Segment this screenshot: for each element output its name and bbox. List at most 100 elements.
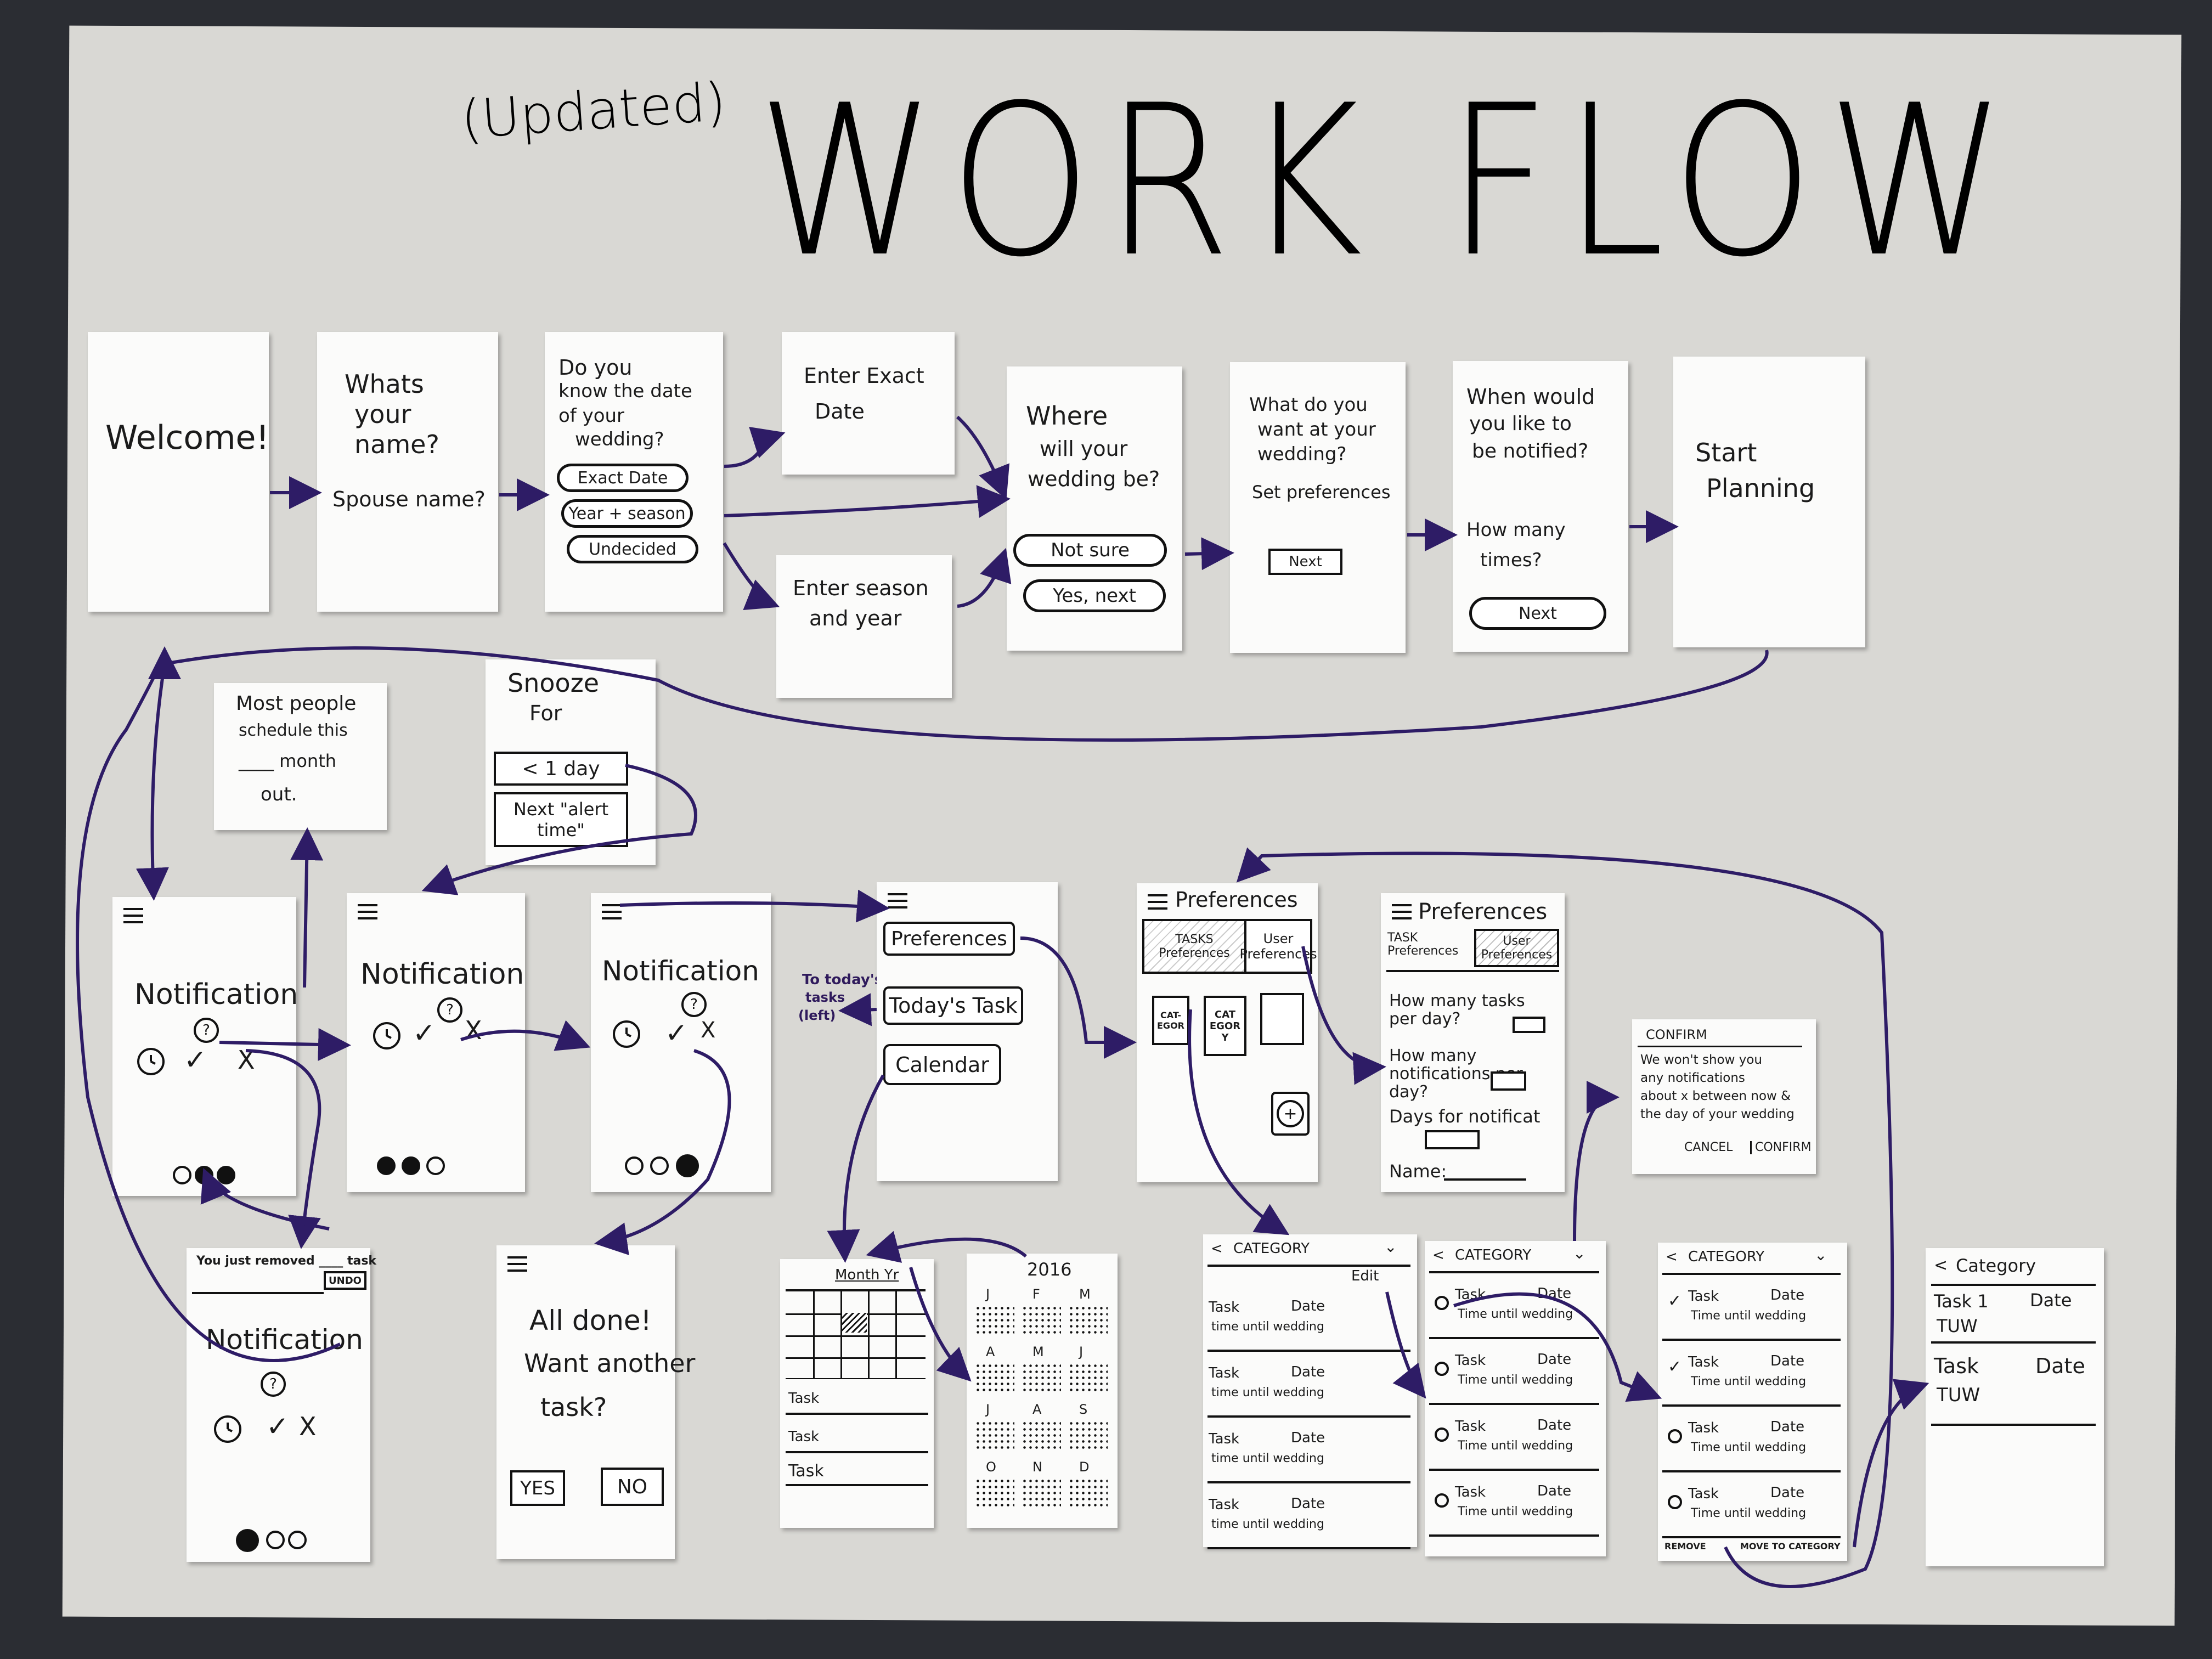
category-final-task-1[interactable]: Task 1 <box>1934 1291 1989 1312</box>
category-final-task-2[interactable]: Task <box>1934 1354 1979 1378</box>
notification-card-3[interactable]: Notification ? ✓ X <box>591 893 771 1192</box>
removed-task-card[interactable]: You just removed ____ task UNDO Notifica… <box>187 1248 376 1562</box>
help-icon[interactable]: ? <box>261 1372 286 1397</box>
menu-preferences[interactable]: Preferences <box>883 922 1015 956</box>
year-month-cell[interactable]: M <box>1068 1286 1109 1339</box>
row-radio[interactable] <box>1668 1495 1682 1509</box>
start-planning-card[interactable]: Start Planning <box>1673 357 1865 647</box>
user-preferences-card[interactable]: Preferences TASK Preferences User Prefer… <box>1381 893 1565 1192</box>
year-month-cell[interactable]: J <box>1068 1344 1109 1396</box>
want-card[interactable]: What do you want at your wedding? Set pr… <box>1230 362 1406 653</box>
back-icon[interactable]: < <box>1666 1249 1678 1265</box>
year-month-cell[interactable]: J <box>975 1286 1016 1339</box>
category-chevron-icon[interactable]: ⌄ <box>1814 1246 1827 1264</box>
snooze-clock-icon[interactable] <box>137 1048 165 1075</box>
year-month-cell[interactable]: A <box>975 1344 1016 1396</box>
move-to-category-button[interactable]: MOVE TO CATEGORY <box>1740 1541 1841 1551</box>
snooze-card[interactable]: Snooze For < 1 day Next "alert time" <box>486 659 656 865</box>
calendar-task-3[interactable]: Task <box>788 1462 824 1481</box>
menu-icon[interactable] <box>602 904 622 919</box>
calendar-grid[interactable] <box>786 1289 926 1379</box>
menu-icon[interactable] <box>123 908 143 923</box>
snooze-next-alert-option[interactable]: Next "alert time" <box>494 792 628 847</box>
calendar-month-card[interactable]: Month Yr Task Task Task <box>780 1259 934 1528</box>
yes-next-button[interactable]: Yes, next <box>1023 579 1166 612</box>
add-category-button[interactable]: + <box>1271 1092 1310 1136</box>
snooze-clock-icon[interactable] <box>214 1415 241 1443</box>
row-selected-icon[interactable]: ✓ <box>1668 1357 1682 1376</box>
check-icon[interactable]: ✓ <box>266 1410 289 1442</box>
back-icon[interactable]: < <box>1211 1240 1223 1257</box>
name-card[interactable]: Whats your name? Spouse name? <box>317 332 498 612</box>
row-radio[interactable] <box>1435 1296 1449 1310</box>
know-date-card[interactable]: Do you know the date of your wedding? Ex… <box>545 332 723 612</box>
where-card[interactable]: Where will your wedding be? Not sure Yes… <box>1007 366 1182 651</box>
category-chevron-icon[interactable]: ⌄ <box>1573 1244 1586 1262</box>
no-button[interactable]: NO <box>601 1468 664 1506</box>
notify-next-button[interactable]: Next <box>1469 597 1606 630</box>
cross-icon[interactable]: X <box>701 1018 716 1043</box>
row-selected-icon[interactable]: ✓ <box>1668 1291 1682 1311</box>
back-icon[interactable]: < <box>1432 1247 1444 1263</box>
tasks-per-day-select[interactable] <box>1513 1017 1545 1033</box>
want-next-button[interactable]: Next <box>1268 549 1342 575</box>
exact-date-card[interactable]: Enter Exact Date <box>782 332 955 475</box>
days-for-notification-select[interactable] <box>1425 1130 1480 1149</box>
row-radio[interactable] <box>1435 1427 1449 1442</box>
row-radio[interactable] <box>1435 1493 1449 1508</box>
check-icon[interactable]: ✓ <box>665 1017 688 1049</box>
confirm-button[interactable]: CONFIRM <box>1750 1141 1812 1155</box>
year-month-cell[interactable]: J <box>975 1402 1016 1454</box>
menu-icon[interactable] <box>1392 904 1412 919</box>
tab-task-preferences[interactable]: TASK Preferences <box>1387 931 1459 958</box>
back-icon[interactable]: < <box>1934 1256 1948 1275</box>
snooze-clock-icon[interactable] <box>613 1020 640 1048</box>
exact-date-option[interactable]: Exact Date <box>557 464 689 492</box>
menu-icon[interactable] <box>888 893 907 909</box>
yes-button[interactable]: YES <box>510 1470 565 1506</box>
remove-button[interactable]: REMOVE <box>1664 1541 1706 1551</box>
help-icon[interactable]: ? <box>437 997 462 1023</box>
notification-card-1[interactable]: Notification ? ✓ X <box>112 897 298 1196</box>
check-icon[interactable]: ✓ <box>184 1044 207 1076</box>
confirm-dialog[interactable]: CONFIRM We won't show you any notificati… <box>1632 1019 1816 1174</box>
year-season-option[interactable]: Year + season <box>561 499 693 528</box>
category-final-card[interactable]: < Category Task 1 Date TUW Task Date TUW <box>1926 1248 2104 1566</box>
season-year-card[interactable]: Enter season and year <box>776 555 952 698</box>
year-month-cell[interactable]: O <box>975 1459 1016 1511</box>
cross-icon[interactable]: X <box>465 1015 482 1045</box>
snooze-clock-icon[interactable] <box>373 1022 400 1049</box>
row-radio[interactable] <box>1435 1362 1449 1376</box>
cancel-button[interactable]: CANCEL <box>1684 1141 1733 1154</box>
calendar-selected-day[interactable] <box>842 1313 867 1333</box>
menu-icon[interactable] <box>507 1256 527 1272</box>
check-icon[interactable]: ✓ <box>413 1017 436 1049</box>
welcome-card[interactable]: Welcome! <box>88 332 269 612</box>
year-month-cell[interactable]: S <box>1068 1402 1109 1454</box>
year-month-cell[interactable]: A <box>1022 1402 1063 1454</box>
edit-button[interactable]: Edit <box>1351 1268 1379 1284</box>
menu-card[interactable]: Preferences Today's Task Calendar <box>877 882 1058 1181</box>
cross-icon[interactable]: X <box>299 1412 317 1441</box>
notification-card-2[interactable]: Notification ? ✓ X <box>347 893 525 1192</box>
menu-todays-task[interactable]: Today's Task <box>883 986 1023 1025</box>
name-input[interactable] <box>1444 1178 1526 1181</box>
help-icon[interactable]: ? <box>194 1018 219 1043</box>
calendar-task-1[interactable]: Task <box>788 1390 820 1407</box>
help-icon[interactable]: ? <box>681 992 707 1017</box>
undo-button[interactable]: UNDO <box>324 1271 366 1290</box>
year-month-cell[interactable]: F <box>1022 1286 1063 1339</box>
menu-calendar[interactable]: Calendar <box>883 1044 1001 1085</box>
